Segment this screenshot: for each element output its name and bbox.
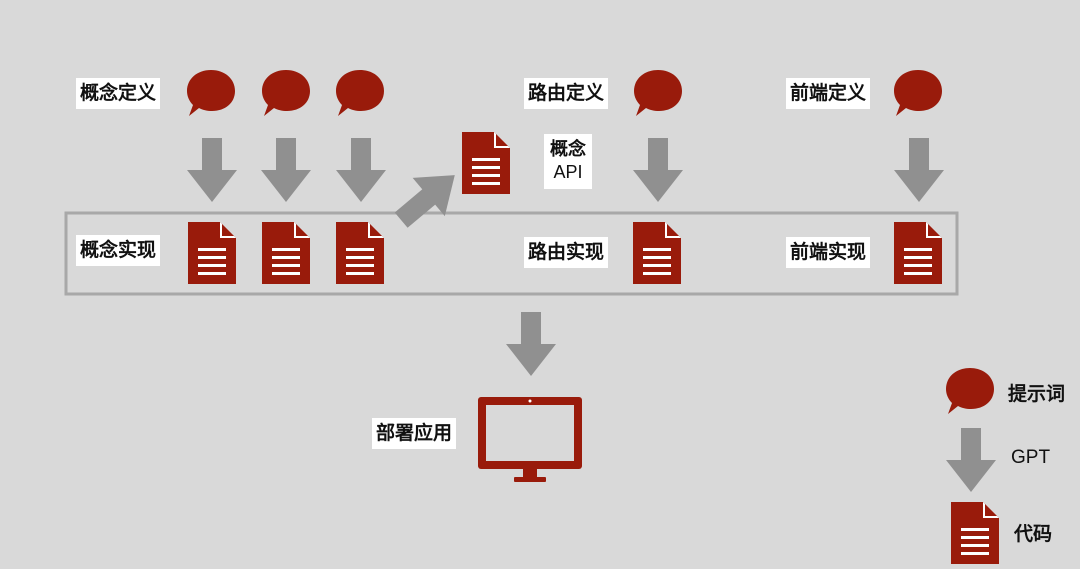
gpt-arrow-icon — [261, 138, 311, 202]
prompt-bubble-icon — [187, 70, 235, 116]
prompt-bubble-icon — [262, 70, 310, 116]
legend-prompt-label: 提示词 — [1008, 383, 1066, 405]
code-document-icon — [336, 222, 384, 284]
gpt-arrow-icon — [336, 138, 386, 202]
legend-code-label: 代码 — [1014, 523, 1053, 545]
deploy-application-label: 部署应用 — [372, 418, 457, 449]
legend-gpt-label: GPT — [1011, 447, 1051, 468]
gpt-arrow-icon — [894, 138, 944, 202]
legend-prompt-icon — [946, 368, 994, 414]
concept-api-line2: API — [553, 162, 583, 183]
legend-code-icon — [951, 502, 999, 564]
gpt-arrow-icon — [187, 138, 237, 202]
code-document-icon — [894, 222, 942, 284]
frontend-definition-label: 前端定义 — [786, 78, 871, 109]
code-document-icon — [633, 222, 681, 284]
frontend-implementation-label: 前端实现 — [786, 237, 871, 268]
gpt-arrow-icon — [633, 138, 683, 202]
prompt-bubble-icon — [894, 70, 942, 116]
implementation-frame — [64, 211, 959, 296]
api-document-icon — [462, 132, 510, 194]
prompt-bubble-icon — [634, 70, 682, 116]
code-document-icon — [188, 222, 236, 284]
legend-gpt-arrow-icon — [946, 428, 996, 492]
concept-api-label: 概念 API — [544, 134, 592, 189]
prompt-bubble-icon — [336, 70, 384, 116]
concept-definition-label: 概念定义 — [76, 78, 161, 109]
monitor-icon — [478, 397, 582, 482]
code-document-icon — [262, 222, 310, 284]
diagonal-arrow-icon — [394, 175, 455, 228]
concept-implementation-label: 概念实现 — [76, 235, 161, 266]
route-definition-label: 路由定义 — [524, 78, 609, 109]
route-implementation-label: 路由实现 — [524, 237, 609, 268]
concept-api-line1: 概念 — [550, 139, 586, 160]
deploy-arrow-icon — [506, 312, 556, 376]
